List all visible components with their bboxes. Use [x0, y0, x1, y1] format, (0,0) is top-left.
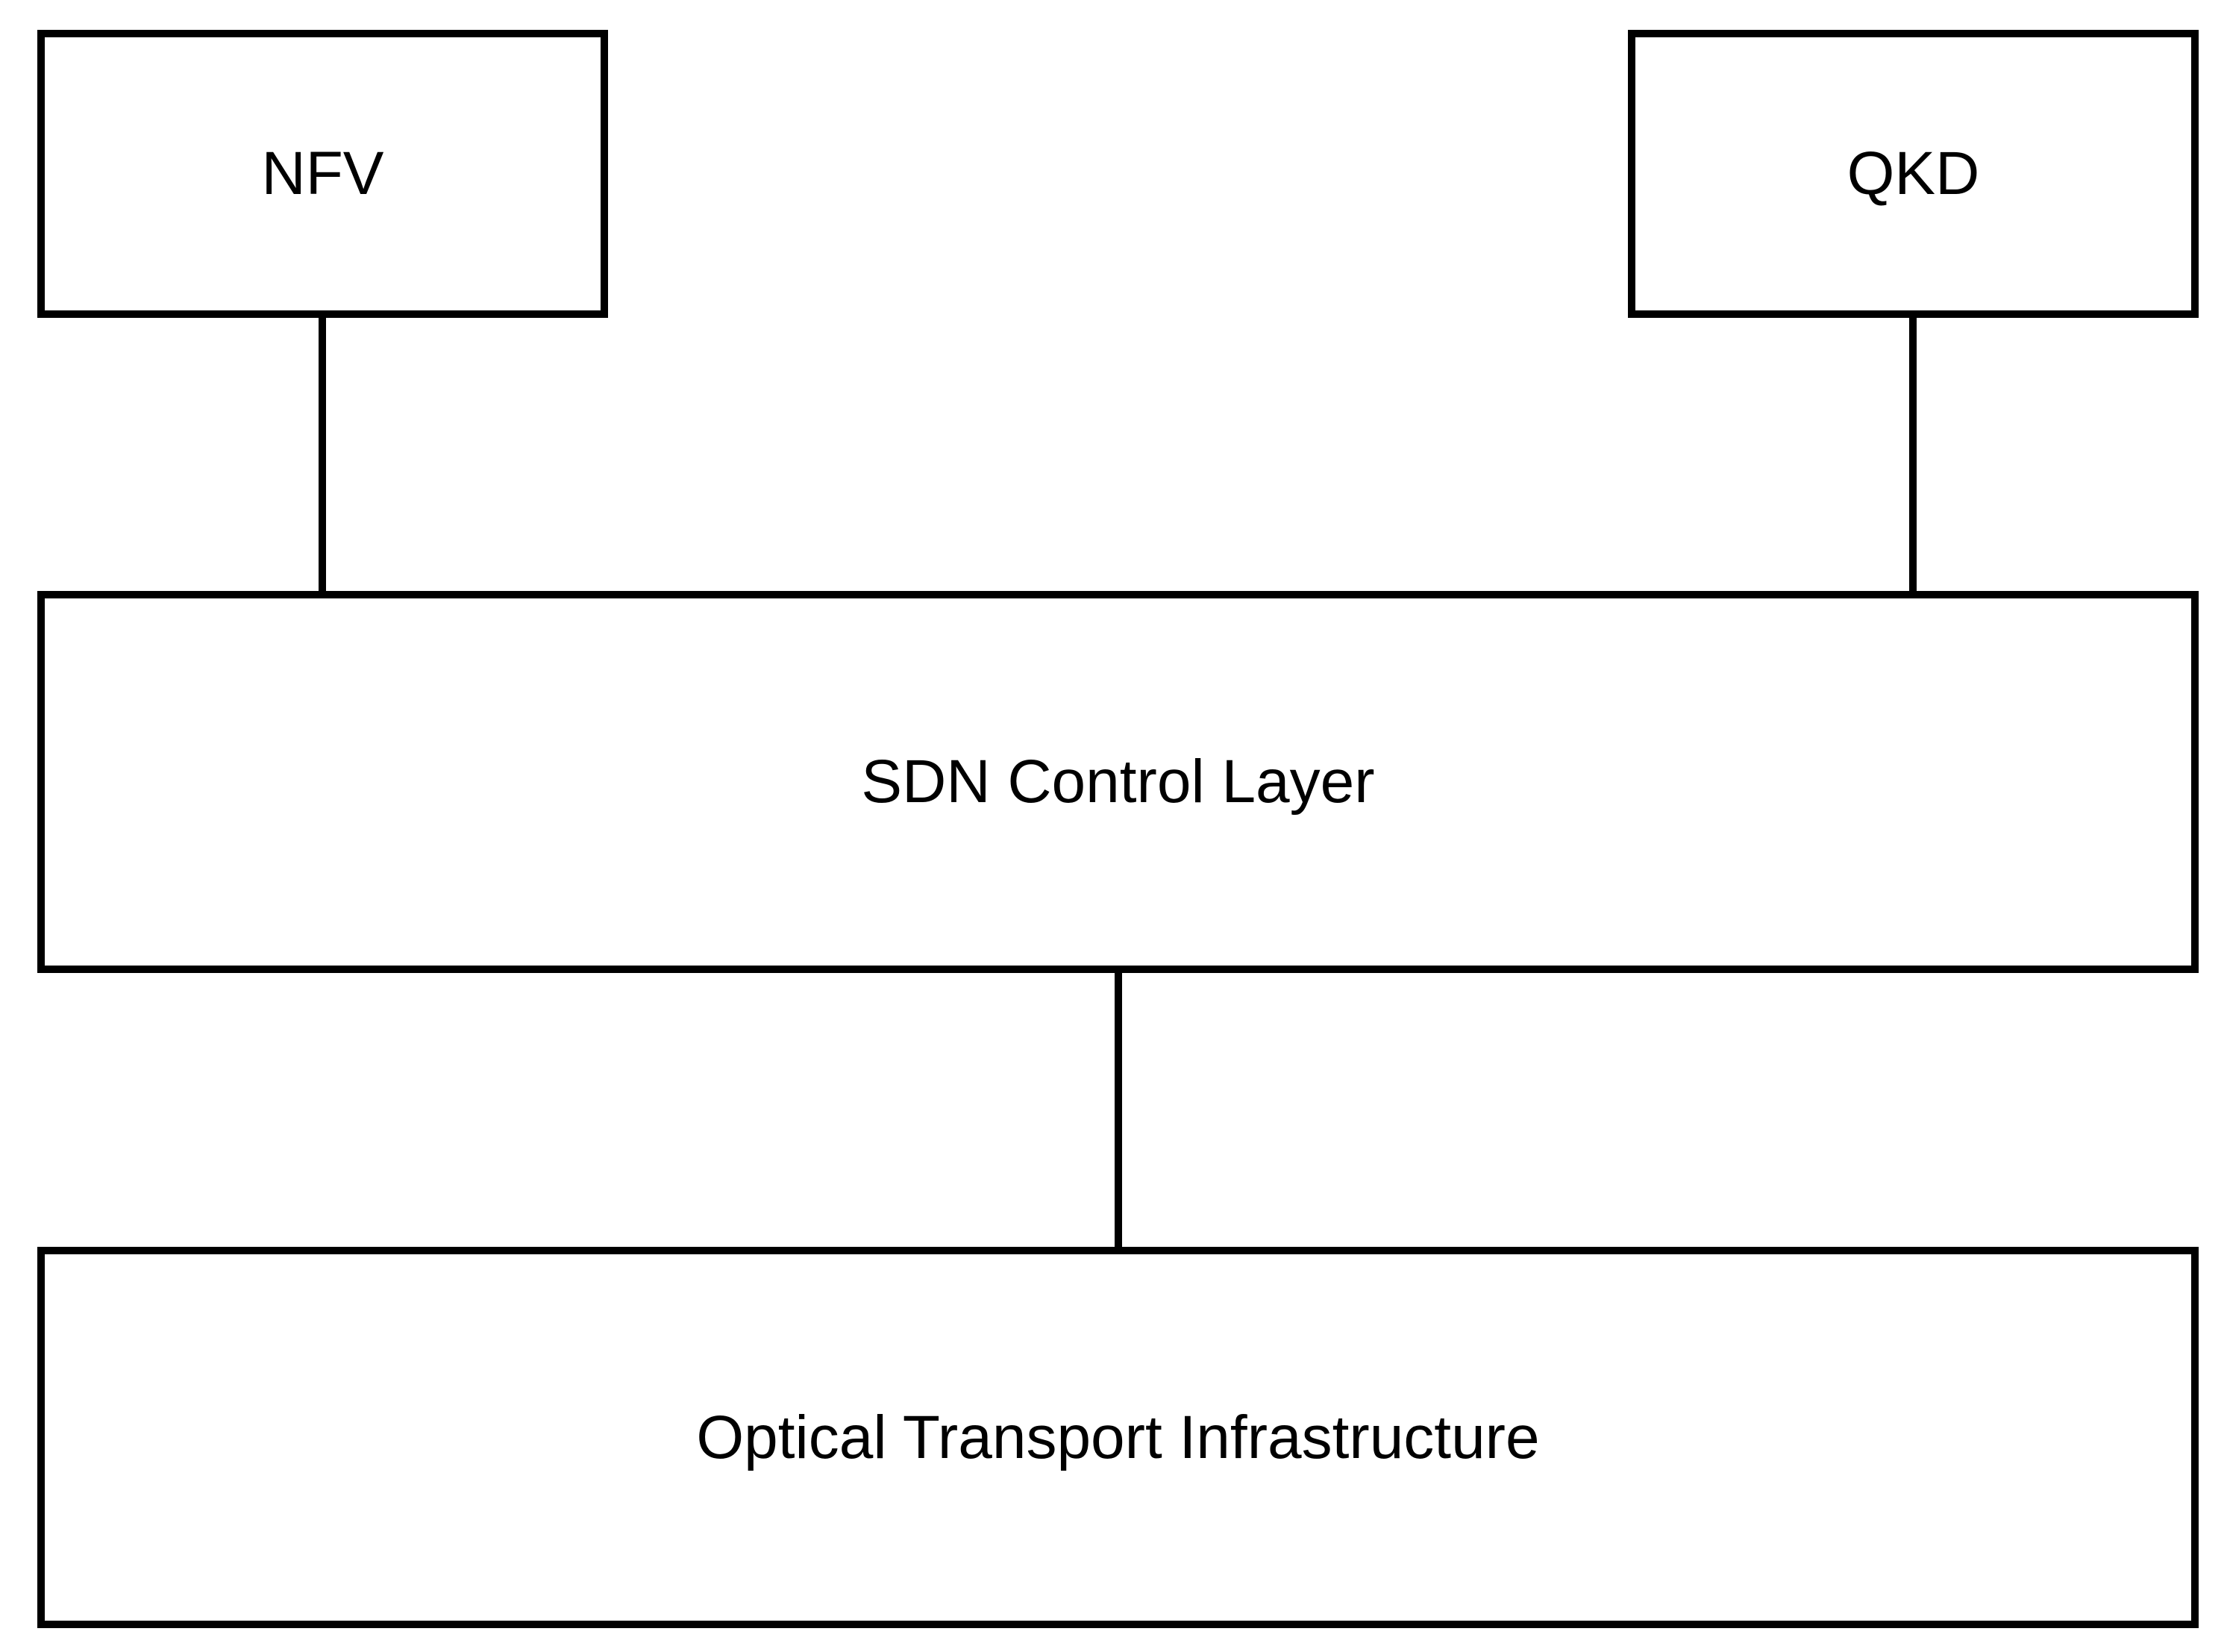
sdn-control-layer-label: SDN Control Layer	[861, 748, 1375, 816]
sdn-control-layer-box: SDN Control Layer	[37, 591, 2199, 973]
connector-nfv-to-sdn	[319, 318, 326, 591]
connector-sdn-to-optical-transport	[1115, 973, 1122, 1247]
optical-transport-infrastructure-box: Optical Transport Infrastructure	[37, 1247, 2199, 1628]
qkd-label: QKD	[1847, 140, 1980, 207]
connector-qkd-to-sdn	[1909, 318, 1917, 591]
optical-transport-infrastructure-label: Optical Transport Infrastructure	[696, 1403, 1540, 1471]
nfv-box: NFV	[37, 30, 608, 318]
qkd-box: QKD	[1628, 30, 2199, 318]
nfv-label: NFV	[261, 140, 384, 207]
